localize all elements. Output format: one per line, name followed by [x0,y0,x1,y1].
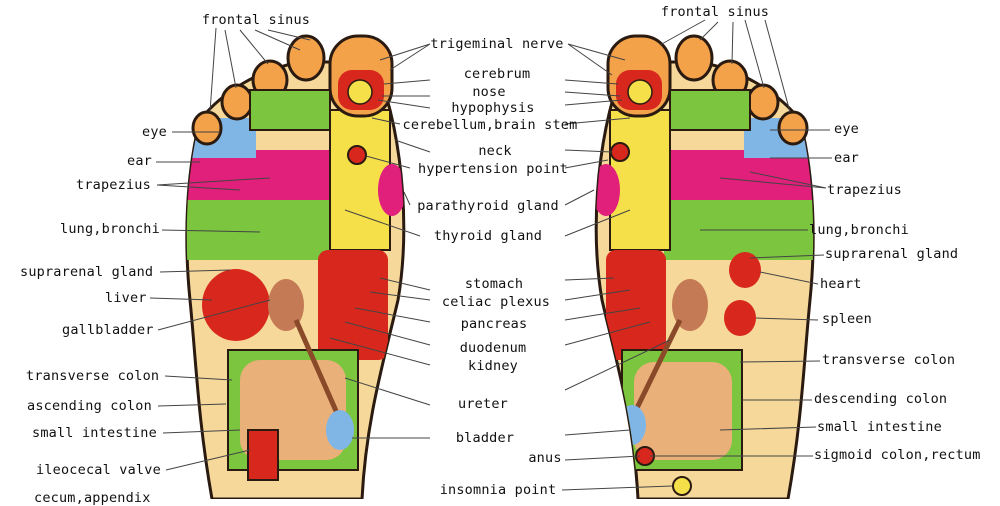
left-lung-zone [186,200,336,260]
label-pancreas: pancreas [460,316,528,332]
label-left-ear: ear [127,153,152,169]
right-foot [594,34,815,499]
label-spleen: spleen [822,311,872,327]
left-kidney-zone [268,279,304,331]
label-nose: nose [472,84,506,100]
right-toe-5 [777,110,809,146]
right-hypophysis-zone [627,79,653,105]
left-hypertension-point [347,145,367,165]
label-neck: neck [478,143,512,159]
label-insomnia-point: insomnia point [439,482,557,498]
left-parathyroid-zone [378,164,404,216]
label-stomach: stomach [464,276,524,292]
left-neck-band [249,89,331,131]
label-anus: anus [528,450,562,466]
label-trigeminal-nerve: trigeminal nerve [430,36,564,52]
label-sigmoid-colon-rectum: sigmoid colon,rectum [814,447,981,463]
label-right-transverse-colon: transverse colon [822,352,956,368]
label-left-transverse-colon: transverse colon [26,368,160,384]
label-left-suprarenal-gland: suprarenal gland [20,264,154,280]
label-right-suprarenal-gland: suprarenal gland [825,246,959,262]
label-liver: liver [105,290,147,306]
label-cecum-appendix: cecum,appendix [34,490,151,506]
right-ureter-line [633,318,683,412]
insomnia-point-marker [672,476,692,496]
spleen-zone [724,300,756,336]
label-left-frontal-sinus: frontal sinus [201,12,311,28]
left-hypophysis-zone [347,79,373,105]
label-right-lung-bronchi: lung,bronchi [809,222,909,238]
left-toe-5 [191,110,223,146]
label-parathyroid-gland: parathyroid gland [417,198,559,214]
right-stomach-zone [606,250,666,360]
right-kidney-zone [672,279,708,331]
label-ileocecal-valve: ileocecal valve [36,462,161,478]
label-hypertension-point: hypertension point [418,161,568,177]
right-parathyroid-zone [596,164,620,216]
label-left-eye: eye [142,124,167,140]
label-cerebrum: cerebrum [463,66,531,82]
label-right-frontal-sinus: frontal sinus [660,4,770,20]
label-celiac-plexus: celiac plexus [441,294,551,310]
ileocecal-zone [247,429,279,481]
label-heart: heart [820,276,862,292]
right-neck-band [669,89,751,131]
left-stomach-zone [318,250,388,360]
label-cerebellum-brain-stem: cerebellum,brain stem [402,117,578,133]
left-foot [185,34,406,499]
label-kidney: kidney [468,358,518,374]
label-left-trapezius: trapezius [76,177,151,193]
label-right-ear: ear [834,150,859,166]
label-right-small-intestine: small intestine [817,419,942,435]
label-left-lung-bronchi: lung,bronchi [60,221,160,237]
right-spine-zone [609,109,671,251]
left-bladder-zone [326,410,354,450]
label-left-small-intestine: small intestine [32,425,157,441]
right-small-intestine-zone [634,362,732,460]
label-hypophysis: hypophysis [451,100,535,116]
label-right-eye: eye [834,121,859,137]
label-gallbladder: gallbladder [62,322,154,338]
liver-zone [202,269,270,341]
label-descending-colon: descending colon [814,391,948,407]
left-toe-2 [286,34,326,82]
heart-zone [729,252,761,288]
label-thyroid-gland: thyroid gland [433,228,543,244]
label-right-trapezius: trapezius [827,182,902,198]
leader-lines [149,19,832,491]
label-duodenum: duodenum [459,340,527,356]
label-bladder: bladder [455,430,515,446]
right-toe-2 [674,34,714,82]
label-ureter: ureter [458,396,508,412]
left-ureter-line [293,318,343,422]
label-ascending-colon: ascending colon [27,398,152,414]
